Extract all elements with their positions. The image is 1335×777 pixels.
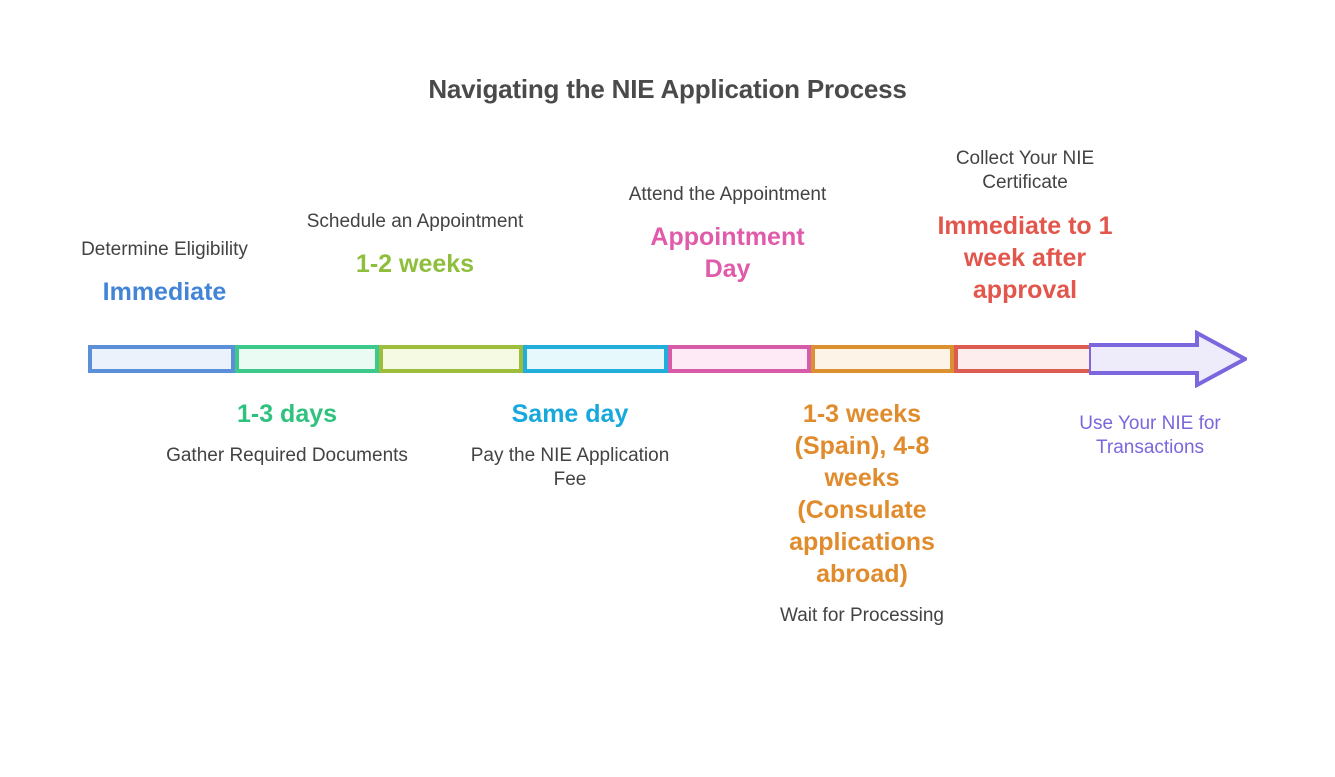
step-duration-label: 1-3 weeks (Spain), 4-8 weeks (Consulate … (789, 400, 935, 588)
timeline-segment-3[interactable] (379, 345, 523, 373)
step-duration-label: Immediate to 1 week after approval (937, 211, 1113, 304)
timeline-step-6[interactable]: 1-3 weeks (Spain), 4-8 weeks (Consulate … (772, 398, 952, 628)
step-task-label: Schedule an Appointment (306, 211, 524, 232)
timeline-segment-7[interactable] (954, 345, 1098, 373)
timeline-segment-2[interactable] (235, 345, 379, 373)
step-task-label: Gather Required Documents (166, 445, 408, 466)
timeline-arrow-icon (1089, 330, 1247, 388)
timeline-segment-6[interactable] (811, 345, 954, 373)
step-duration-label: 1-3 days (236, 400, 338, 428)
timeline-step-3[interactable]: Schedule an Appointment 1-2 weeks (300, 210, 530, 280)
timeline-segment-5[interactable] (668, 345, 811, 373)
step-duration-label: 1-2 weeks (355, 250, 475, 279)
step-task-label: Use Your NIE for Transactions (1079, 413, 1221, 459)
step-task-label: Pay the NIE Application Fee (470, 445, 670, 491)
page-title: Navigating the NIE Application Process (428, 74, 907, 104)
step-task-label: Wait for Processing (779, 605, 944, 626)
timeline-segment-4[interactable] (523, 345, 668, 373)
step-duration-label: Same day (511, 400, 629, 428)
step-duration-label: Immediate (102, 278, 227, 307)
step-task-label: Attend the Appointment (628, 184, 827, 205)
step-duration-label: Appointment Day (650, 223, 805, 284)
timeline-bar (88, 345, 1186, 373)
step-task-label: Determine Eligibility (81, 239, 248, 260)
timeline-segment-1[interactable] (88, 345, 235, 373)
timeline-step-8[interactable]: Use Your NIE for Transactions (1050, 398, 1250, 461)
step-task-label: Collect Your NIE Certificate (955, 148, 1095, 194)
